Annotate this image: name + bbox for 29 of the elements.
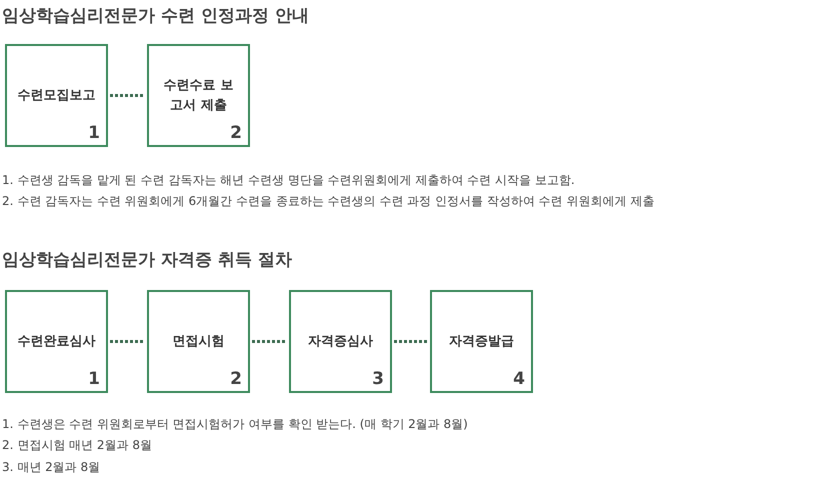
- step-number: 3: [372, 369, 384, 389]
- note-text: 2. 면접시험 매년 2월과 8월: [2, 437, 152, 454]
- step-box: [5, 290, 108, 393]
- step-box: [147, 44, 250, 147]
- step-label: 수련수료 보고서 제출: [162, 77, 234, 114]
- step-box: [5, 44, 108, 147]
- heading: 임상학습심리전문가 수련 인정과정 안내: [2, 5, 309, 27]
- dotted-connector: [252, 340, 287, 343]
- step-label: 자격증심사: [308, 332, 373, 351]
- step-label: 수련모집보고: [18, 86, 96, 105]
- dotted-connector: [110, 94, 145, 97]
- note-text: 2. 수련 감독자는 수련 위원회에게 6개월간 수련을 종료하는 수련생의 수련 과정 인정서를 작성하여 수련 위원회에게 제출: [2, 193, 654, 210]
- dotted-connector: [110, 340, 145, 343]
- step-box: [289, 290, 392, 393]
- step-label: 수련완료심사: [18, 332, 96, 351]
- step-label: 면접시험: [172, 332, 224, 351]
- step-box: [147, 290, 250, 393]
- step-label: 자격증발급: [449, 332, 514, 351]
- step-number: 2: [230, 369, 242, 389]
- note-text: 1. 수련생 감독을 맡게 된 수련 감독자는 해년 수련생 명단을 수련위원회에게 제출하여 수련 시작을 보고함.: [2, 172, 575, 189]
- dotted-connector: [394, 340, 428, 343]
- note-text: 3. 매년 2월과 8월: [2, 459, 100, 476]
- step-box: [430, 290, 533, 393]
- step-number: 1: [88, 369, 100, 389]
- note-text: 1. 수련생은 수련 위원회로부터 면접시험허가 여부를 확인 받는다. (매 학기 2월과 8월): [2, 416, 468, 433]
- heading: 임상학습심리전문가 자격증 취득 절차: [2, 249, 292, 271]
- step-number: 4: [513, 369, 525, 389]
- step-number: 2: [230, 123, 242, 143]
- step-number: 1: [88, 123, 100, 143]
